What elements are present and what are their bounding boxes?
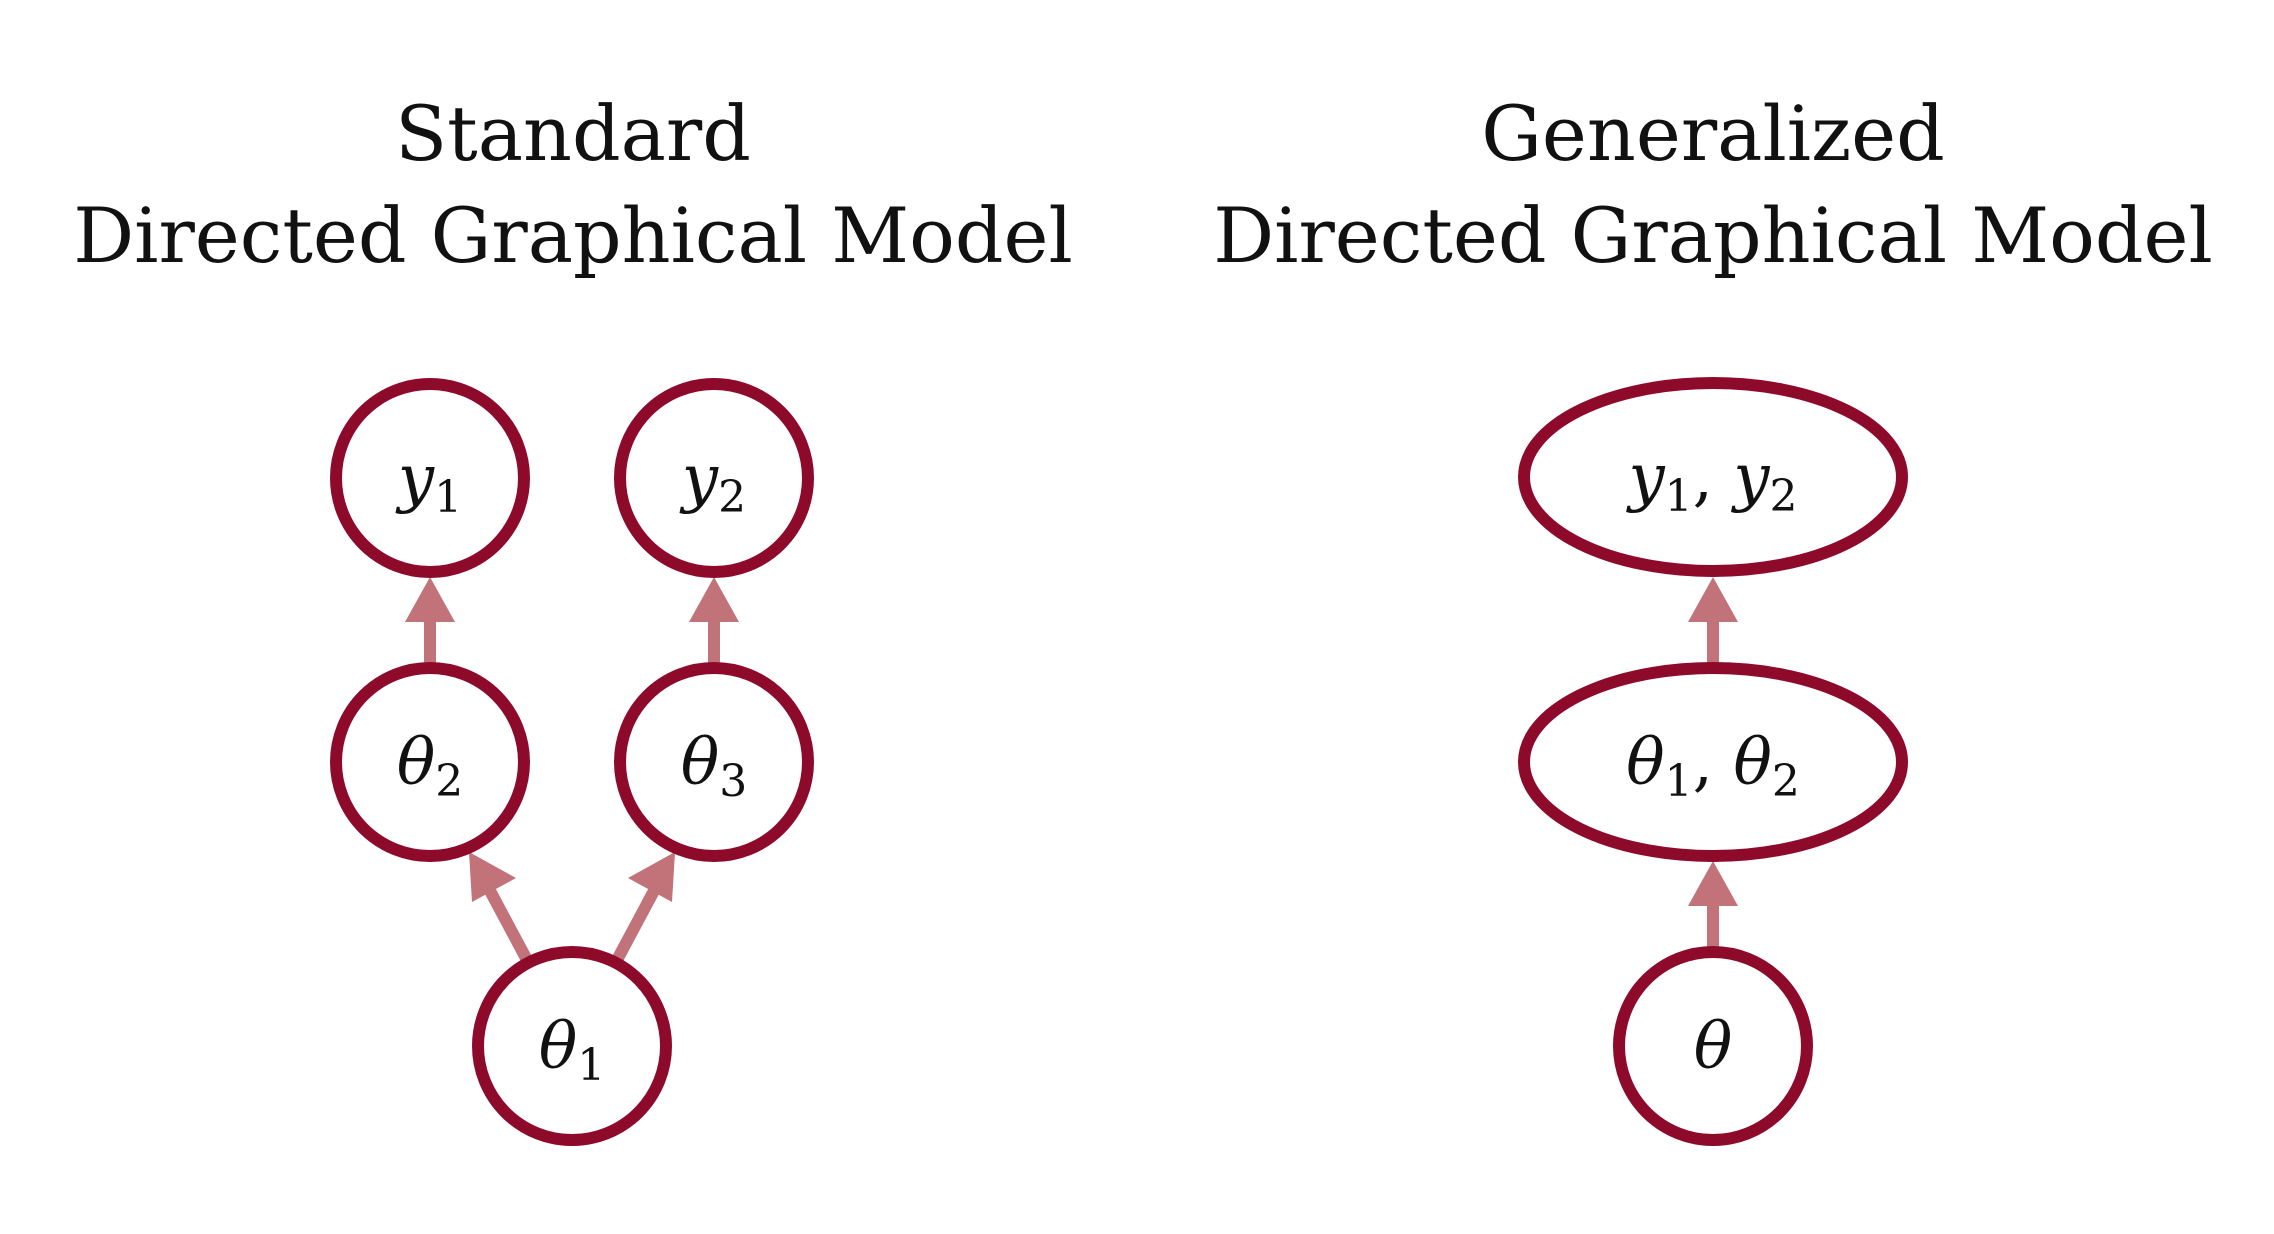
node-y-joint-b: y — [1730, 441, 1770, 515]
edge-theta-to-thetajoint — [1688, 861, 1738, 948]
node-theta-joint: θ1, θ2 — [1518, 662, 1908, 862]
node-y-joint: y1, y2 — [1518, 377, 1908, 577]
node-theta-joint-a-subscript: 1 — [1665, 756, 1693, 807]
node-y1-subscript: 1 — [434, 472, 462, 523]
edge-theta1-to-theta3 — [611, 852, 675, 963]
left-title-line2: Directed Graphical Model — [73, 191, 1073, 280]
right-title-line1: Generalized — [1481, 89, 1945, 178]
node-theta3-base: θ — [681, 726, 720, 800]
edge-thetajoint-to-yjoint — [1688, 577, 1738, 664]
svg-text:y2: y2 — [679, 442, 746, 523]
svg-text:θ: θ — [1694, 1010, 1733, 1084]
node-theta-joint-b-subscript: 2 — [1772, 756, 1800, 807]
node-y-joint-separator: , — [1693, 441, 1734, 515]
edge-theta3-to-y2 — [689, 577, 739, 664]
svg-text:θ3: θ3 — [681, 726, 748, 807]
node-y1: y1 — [330, 378, 530, 578]
node-theta-joint-separator: , — [1693, 726, 1734, 800]
node-y-joint-a: y — [1626, 441, 1666, 515]
node-theta: θ — [1613, 946, 1813, 1146]
left-title-line1: Standard — [395, 89, 751, 178]
node-theta-joint-a: θ — [1626, 726, 1665, 800]
edge-theta2-to-y1 — [405, 577, 455, 664]
node-y-joint-b-subscript: 2 — [1770, 471, 1798, 522]
node-theta3: θ3 — [614, 662, 814, 862]
node-theta1-subscript: 1 — [577, 1040, 605, 1091]
svg-text:y1, y2: y1, y2 — [1626, 441, 1798, 522]
node-theta3-subscript: 3 — [719, 756, 747, 807]
node-y2: y2 — [614, 378, 814, 578]
svg-text:θ1, θ2: θ1, θ2 — [1626, 726, 1800, 807]
edge-theta1-to-theta2 — [469, 852, 533, 963]
node-theta-joint-b: θ — [1733, 726, 1772, 800]
node-theta-base: θ — [1694, 1010, 1733, 1084]
node-theta2: θ2 — [330, 662, 530, 862]
node-y2-base: y — [679, 442, 719, 516]
svg-text:y1: y1 — [395, 442, 462, 523]
right-title-line2: Directed Graphical Model — [1213, 191, 2213, 280]
node-y1-base: y — [395, 442, 435, 516]
svg-text:θ2: θ2 — [397, 726, 464, 807]
node-theta2-base: θ — [397, 726, 436, 800]
node-theta1-base: θ — [539, 1010, 578, 1084]
edges-layer — [405, 577, 1738, 963]
node-theta2-subscript: 2 — [435, 756, 463, 807]
node-y2-subscript: 2 — [718, 472, 746, 523]
svg-text:θ1: θ1 — [539, 1010, 606, 1091]
node-y-joint-a-subscript: 1 — [1665, 471, 1693, 522]
node-theta1: θ1 — [472, 946, 672, 1146]
